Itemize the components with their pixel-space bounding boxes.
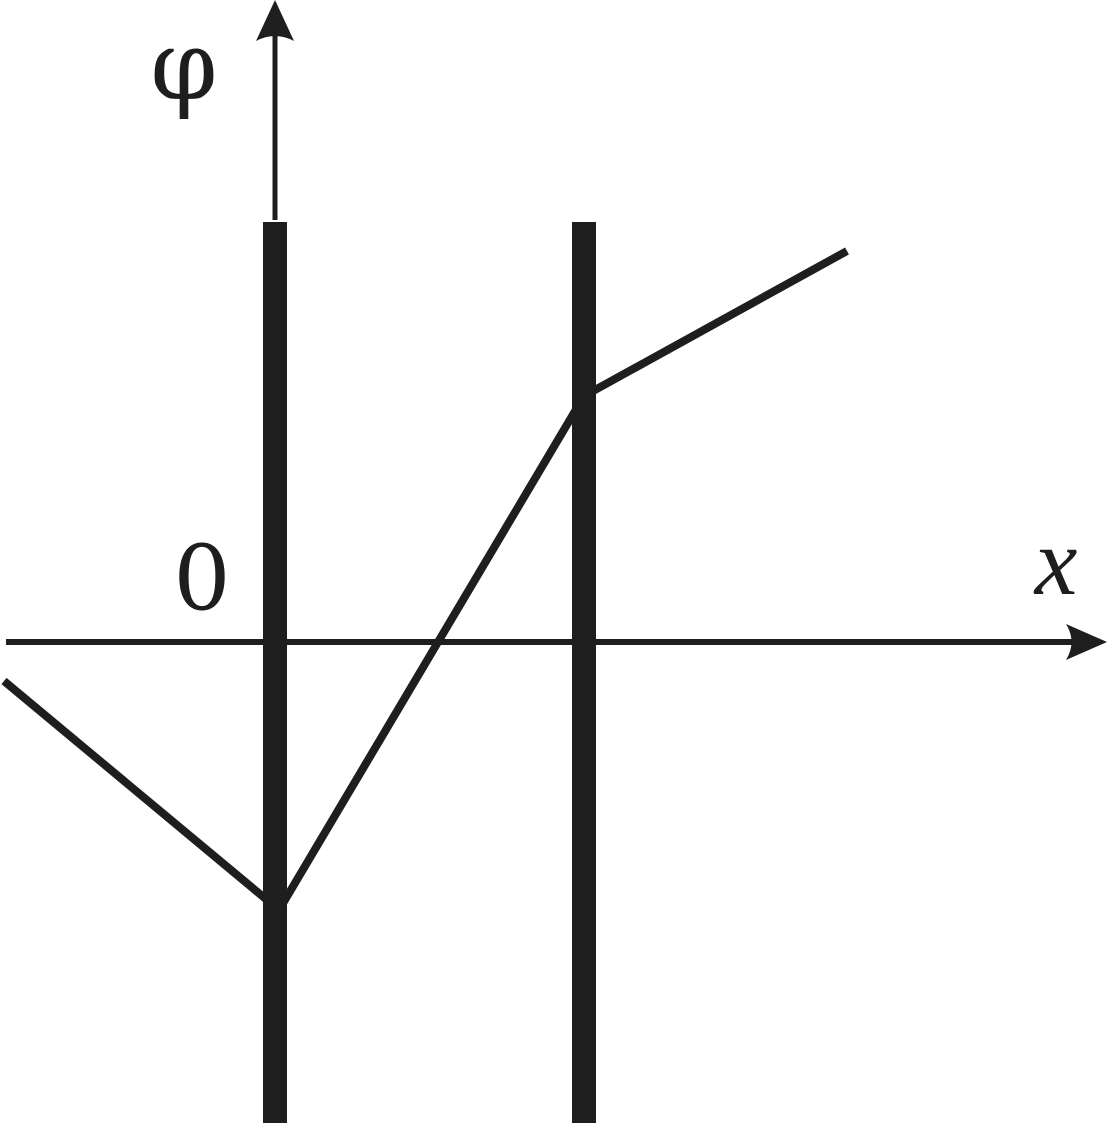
potential-curve	[1, 247, 849, 917]
right-plate	[572, 222, 596, 1123]
origin-label: 0	[173, 526, 230, 631]
phi-axis-arrowhead	[256, 0, 294, 41]
left-plate	[263, 222, 287, 1123]
x-axis-arrowhead	[1066, 624, 1107, 660]
x-axis-label: x	[1033, 508, 1078, 615]
phi-axis-label: φ	[150, 10, 217, 122]
